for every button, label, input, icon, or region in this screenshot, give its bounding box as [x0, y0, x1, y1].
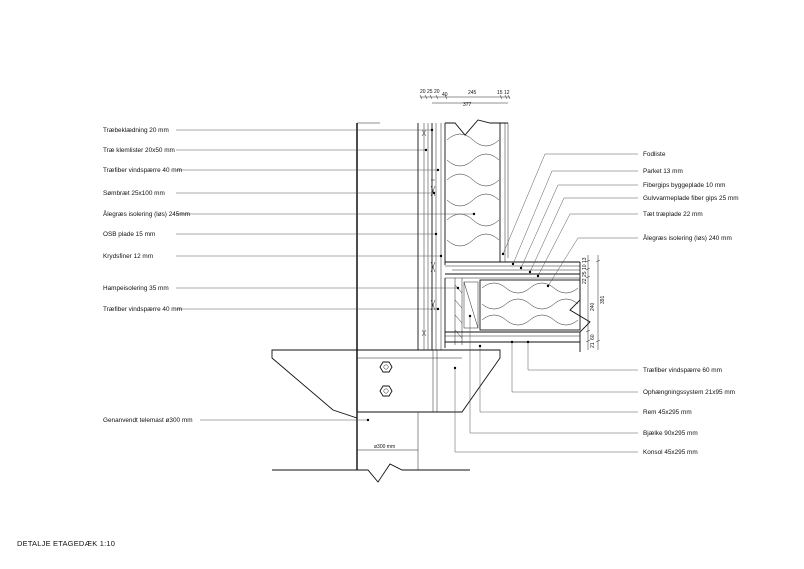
label-taet-traeplade: Tæt træplade 22 mm [643, 211, 703, 218]
label-gulvvarmeplade: Gulvvarmeplade fiber gips 25 mm [643, 195, 739, 202]
label-alegraes-240: Ålegræs isolering (løs) 240 mm [643, 233, 732, 242]
console-and-pole: ø300 mm [271, 349, 501, 483]
label-vindspaerre-40-lower: Træfiber vindspærre 40 mm [103, 306, 182, 313]
label-fibergips: Fibergips byggeplade 10 mm [643, 182, 725, 189]
label-osb: OSB plade 15 mm [103, 231, 155, 238]
label-somb-raet: Sømbræt 25x100 mm [103, 190, 165, 197]
dim-side-60: 60 [590, 334, 596, 340]
dim-side-13: 13 [582, 257, 588, 263]
label-parket: Parket 13 mm [643, 168, 683, 175]
right-lower-annotations: Træfiber vindspærre 60 mm Ophængningssys… [453, 314, 735, 456]
drawing-title: DETALJE ETAGEDÆK 1:10 [17, 539, 115, 548]
dim-side-22: 22 [582, 278, 588, 284]
side-dimensions: 22 25 10 13 240 391 21 60 [582, 255, 606, 350]
label-alegraes-245: Ålegræs isolering (løs) 245mm [103, 209, 190, 218]
dim-top-0: 20 [420, 89, 426, 95]
dim-top-4: 245 [468, 90, 477, 96]
dim-top-1: 25 [427, 89, 433, 95]
wall-buildup [356, 119, 509, 470]
label-telemast: Genanvendt telemast ø300 mm [103, 417, 193, 424]
label-konsol: Konsol 45x295 mm [643, 449, 698, 456]
label-fodliste: Fodliste [643, 151, 666, 158]
label-hampeisolering: Hampeisolering 35 mm [103, 285, 169, 292]
label-krydsfiner: Krydsfiner 12 mm [103, 253, 153, 260]
dim-side-391: 391 [600, 295, 606, 304]
dim-top-2: 20 [434, 89, 440, 95]
dim-top-5: 15 [497, 90, 503, 96]
pole-diameter-dim: ø300 mm [374, 444, 395, 450]
label-bjaelke: Bjælke 90x295 mm [643, 430, 698, 437]
floor-buildup [445, 261, 591, 352]
dim-side-21: 21 [590, 342, 596, 348]
dim-top-total: 377 [463, 102, 472, 108]
label-rem: Rem 45x295 mm [643, 409, 692, 416]
top-dimensions: 20 25 20 40 245 15 12 377 [419, 89, 511, 108]
bolt-icon [379, 361, 393, 373]
label-traebeklaedning: Træbeklædning 20 mm [103, 127, 169, 134]
dim-side-25: 25 [582, 271, 588, 277]
label-vindspaerre-40-upper: Træfiber vindspærre 40 mm [103, 167, 182, 174]
left-annotations: Træbeklædning 20 mm Træ klemlister 20x50… [103, 127, 476, 424]
dim-top-6: 12 [504, 90, 510, 96]
dim-side-10: 10 [582, 264, 588, 270]
label-ophaengningssystem: Ophængningssystem 21x95 mm [643, 389, 735, 396]
dim-top-3: 40 [442, 92, 448, 98]
dim-side-240: 240 [590, 302, 596, 311]
bolt-icon [379, 385, 393, 397]
label-vindspaerre-60: Træfiber vindspærre 60 mm [643, 367, 722, 374]
label-klemlister: Træ klemlister 20x50 mm [103, 147, 175, 154]
right-upper-annotations: Fodliste Parket 13 mm Fibergips byggepla… [501, 151, 739, 288]
